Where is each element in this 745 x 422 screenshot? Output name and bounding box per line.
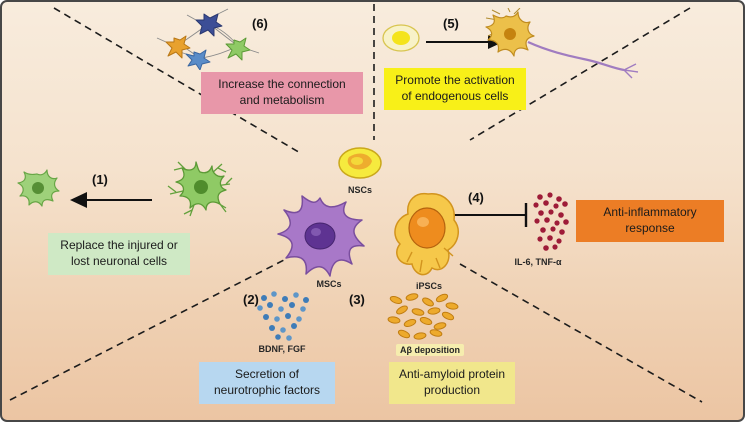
connected-neurons-cluster-icon: [156, 8, 260, 70]
amyloid-deposit-icon: [387, 293, 459, 340]
mechanism-5-number: (5): [443, 16, 459, 31]
replaced-neuron-icon: [17, 169, 60, 207]
amyloid-deposition-label: Aβ deposition: [396, 344, 464, 356]
dashed-line-bottom-right: [459, 263, 703, 403]
nscs-label: NSCs: [347, 185, 372, 195]
mechanism-3-number: (3): [349, 292, 365, 307]
mechanism-3-box: Anti-amyloid protein production: [389, 362, 515, 404]
mscs-label: MSCs: [316, 279, 342, 289]
cytokines-label: IL-6, TNF-α: [514, 257, 562, 267]
differentiated-neuron-icon: [167, 161, 233, 217]
neurotrophic-factors-label: BDNF, FGF: [258, 344, 306, 354]
dashed-line-top-right: [469, 7, 691, 141]
neurotrophic-factor-dots-icon: [257, 291, 309, 341]
mechanism-2-number: (2): [243, 292, 259, 307]
ipscs-cell-illustration: [394, 192, 460, 276]
cytokine-dots-icon: [533, 192, 569, 251]
mechanism-4-box: Anti-inflammatory response: [576, 200, 724, 242]
arrow-1-icon: [70, 192, 152, 208]
amyloid-label-wrap: Aβ deposition: [388, 344, 472, 356]
activated-neuron-icon: [485, 8, 639, 79]
inhibition-arrow-4-icon: [454, 203, 528, 227]
endogenous-precursor-cell-icon: [382, 24, 420, 52]
nscs-cell-illustration: [338, 147, 382, 179]
mechanism-2-box: Secretion of neurotrophic factors: [199, 362, 335, 404]
mechanism-5-box: Promote the activation of endogenous cel…: [384, 68, 526, 110]
mechanism-1-box: Replace the injured or lost neuronal cel…: [48, 233, 190, 275]
mechanism-6-box: Increase the connection and metabolism: [201, 72, 363, 114]
mscs-cell-illustration: [277, 195, 365, 277]
dashed-line-bottom-left: [9, 259, 285, 401]
mechanism-4-number: (4): [468, 190, 484, 205]
ipscs-label: iPSCs: [415, 281, 442, 291]
mechanism-6-number: (6): [252, 16, 268, 31]
mechanism-1-number: (1): [92, 172, 108, 187]
